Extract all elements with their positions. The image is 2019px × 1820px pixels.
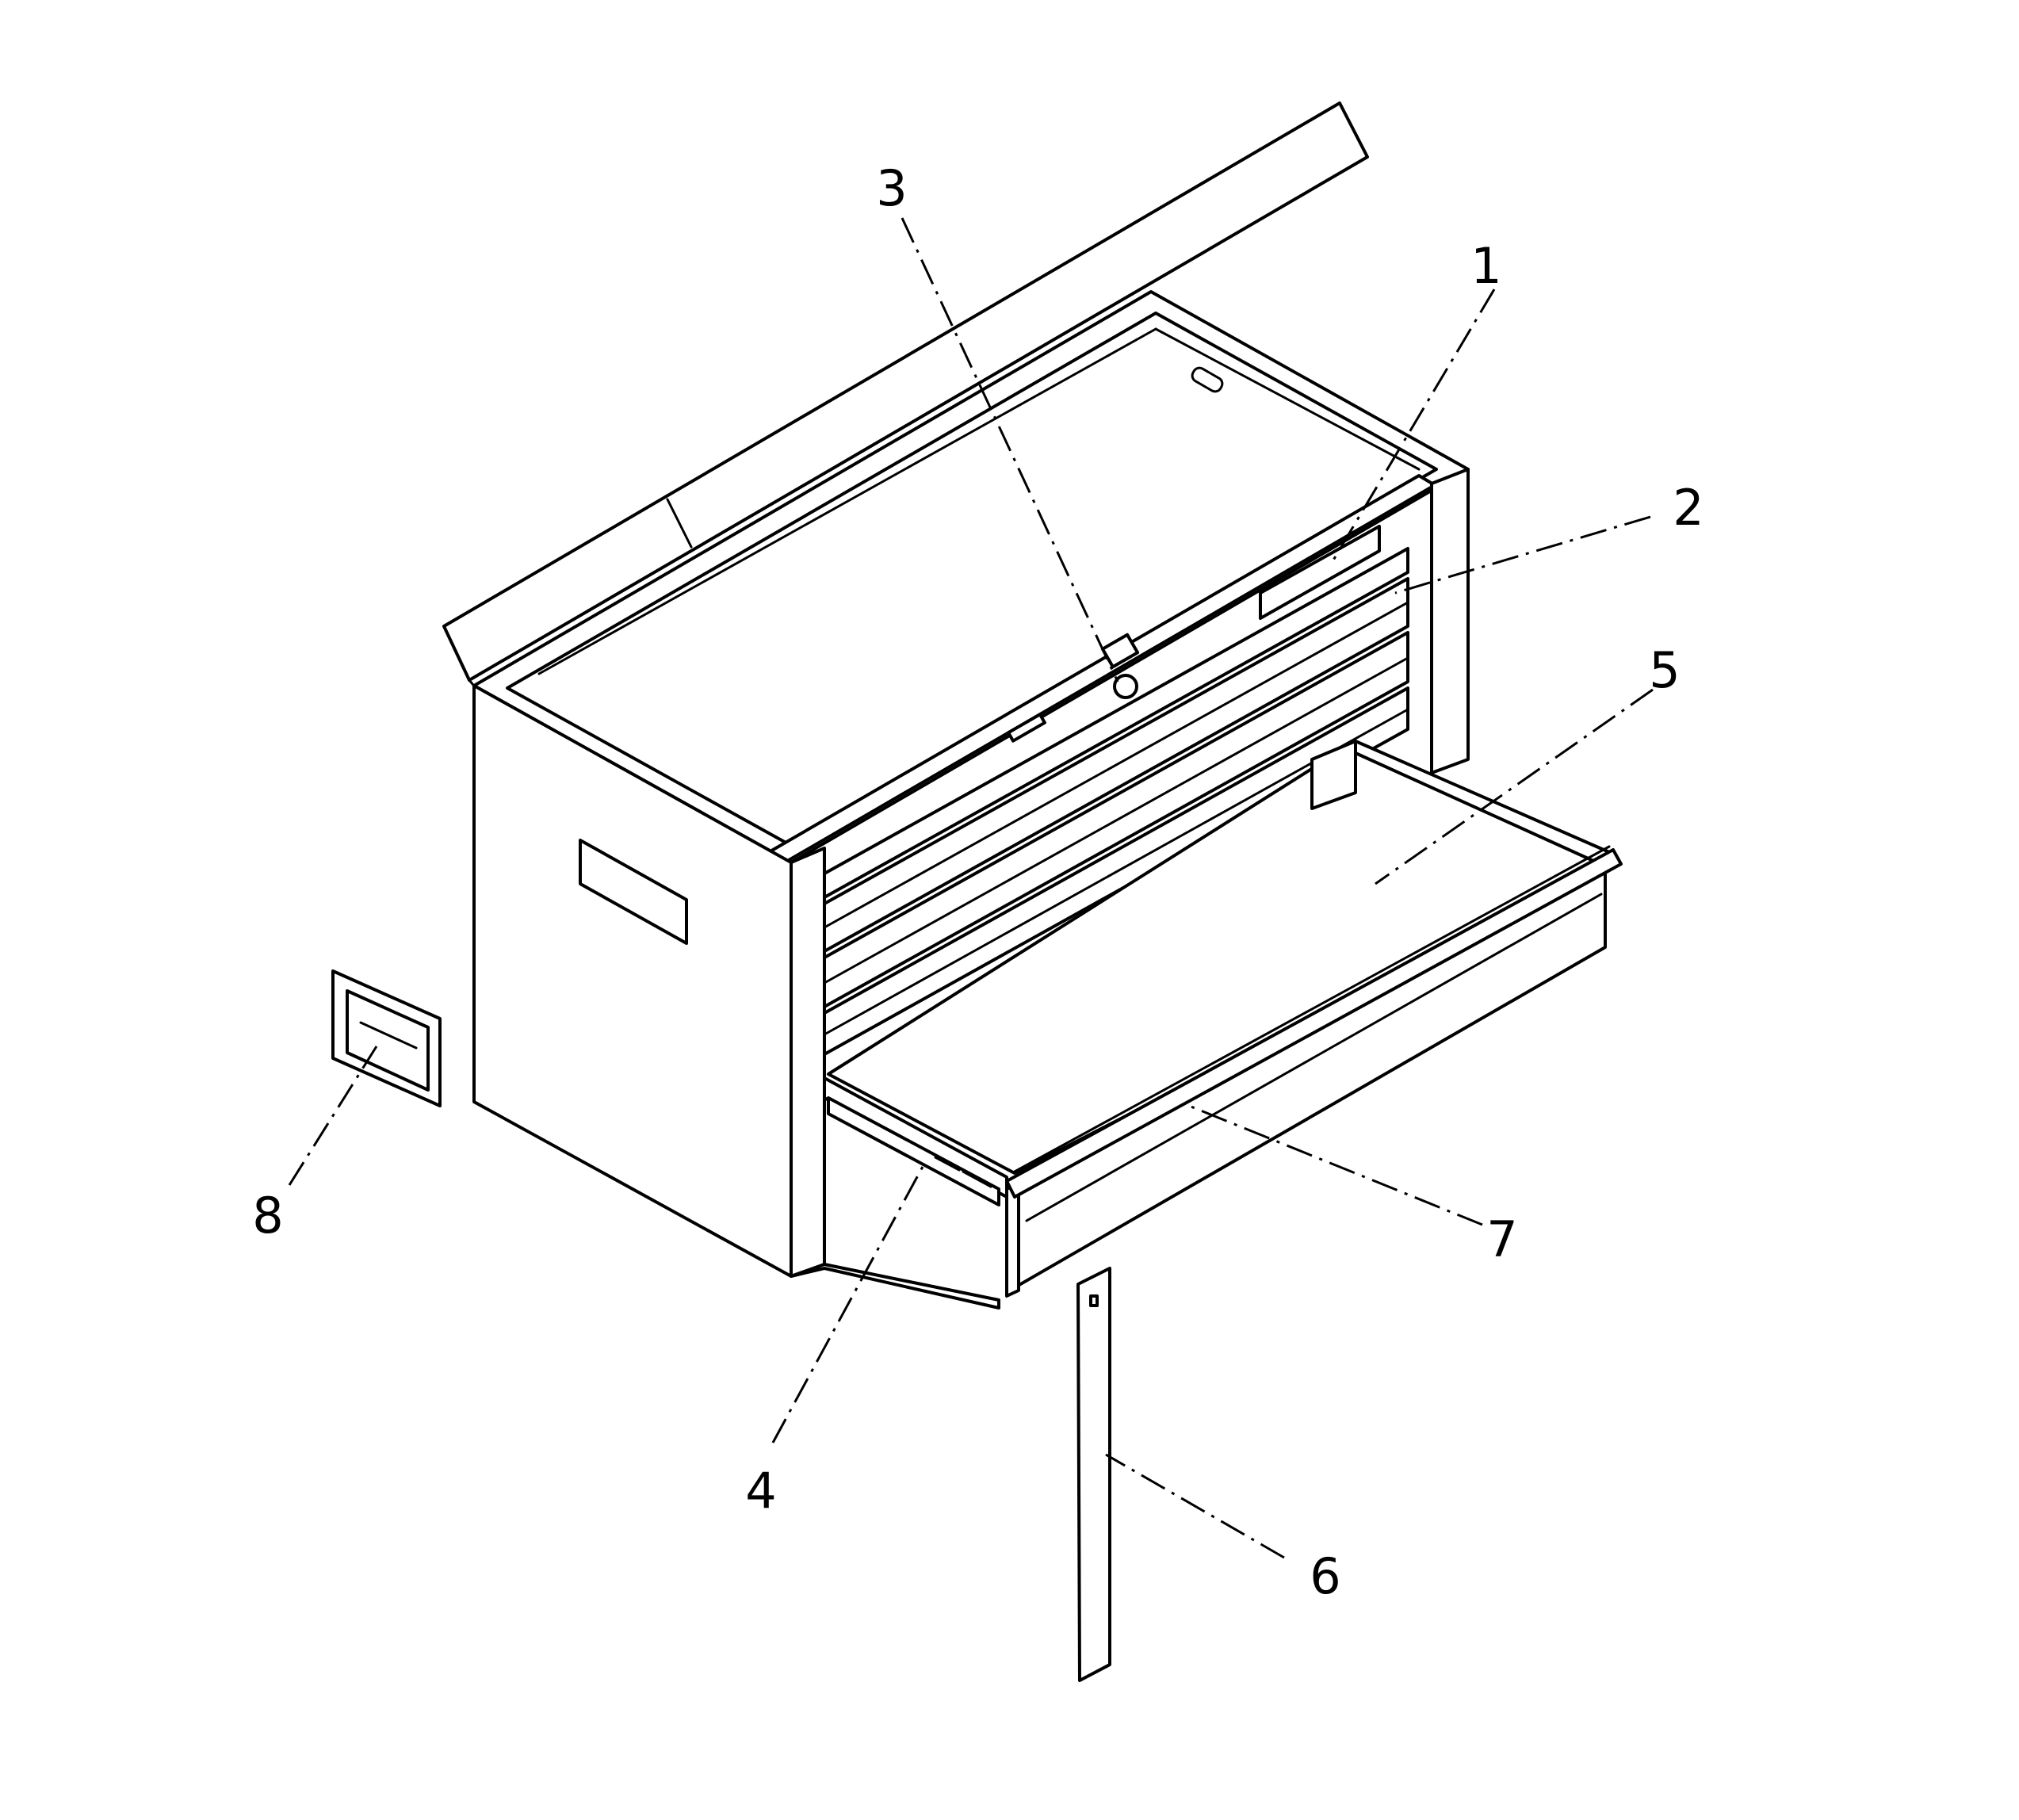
callout-1: 1 (1470, 237, 1501, 295)
front-strip (1076, 1267, 1111, 1682)
drawer-handle-rail (1005, 848, 1623, 1199)
callout-3: 3 (876, 159, 907, 217)
callout-6: 6 (1310, 1547, 1340, 1605)
callout-2: 2 (1673, 479, 1704, 537)
leader-4 (771, 1164, 925, 1443)
open-drawer (823, 740, 1623, 1298)
drawer-slide (827, 1096, 1000, 1206)
callout-8: 8 (252, 1187, 283, 1245)
leader-8 (288, 1046, 378, 1186)
callout-7: 7 (1486, 1210, 1517, 1268)
callout-5: 5 (1649, 641, 1680, 699)
leader-lines (288, 217, 1654, 1559)
leader-3 (901, 217, 1119, 682)
lid (442, 101, 1369, 699)
leader-6 (1105, 1453, 1285, 1559)
cabinet-body (472, 290, 1470, 1310)
leader-5 (1375, 688, 1654, 885)
side-handle (331, 969, 442, 1107)
strip-mark (1089, 1294, 1099, 1307)
callout-4: 4 (745, 1462, 776, 1520)
rim-slot (1007, 713, 1046, 743)
drawer-stack (823, 547, 1409, 1056)
callout-numbers: 1 2 3 4 5 6 7 8 (252, 159, 1704, 1605)
leader-7 (1188, 1104, 1483, 1226)
leader-1 (1330, 289, 1496, 564)
